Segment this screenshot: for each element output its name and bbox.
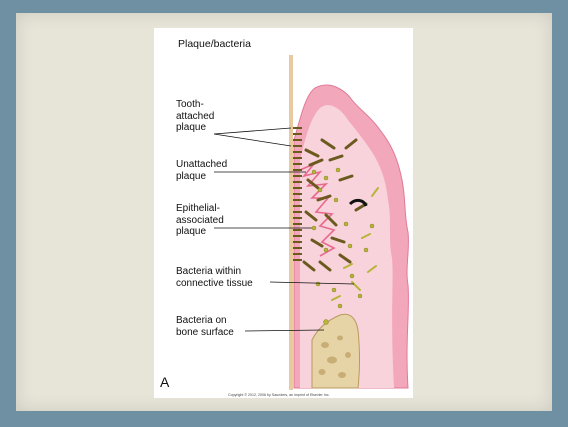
label-bone-surface-bacteria: Bacteria on bone surface bbox=[176, 315, 234, 338]
panel-letter: A bbox=[160, 374, 169, 390]
label-unattached-plaque: Unattached plaque bbox=[176, 159, 227, 182]
label-tooth-attached-plaque: Tooth- attached plaque bbox=[176, 99, 214, 134]
tooth-surface bbox=[289, 55, 293, 390]
figure-title: Plaque/bacteria bbox=[178, 38, 251, 50]
copyright-notice: Copyright © 2012, 2006 by Saunders, an i… bbox=[228, 393, 330, 397]
label-epithelial-associated-plaque: Epithelial- associated plaque bbox=[176, 203, 224, 238]
label-connective-tissue-bacteria: Bacteria within connective tissue bbox=[176, 266, 253, 289]
